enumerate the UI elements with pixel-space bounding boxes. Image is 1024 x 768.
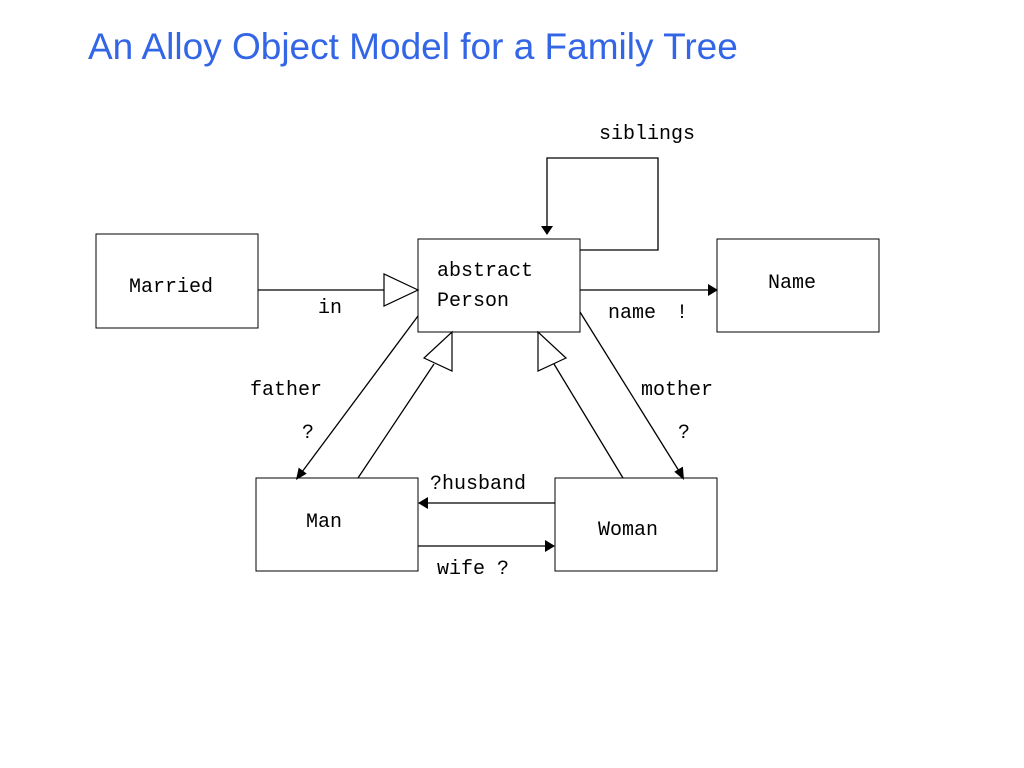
woman-label: Woman [598, 519, 658, 542]
name-arrowhead [708, 284, 718, 296]
man-box: Man [255, 477, 419, 572]
mother-multiplicity: ? [678, 422, 690, 445]
wife-label: wife ? [437, 558, 509, 581]
man-label: Man [306, 511, 342, 534]
name-relation: name ! [580, 284, 718, 325]
name-relation-label: name [608, 302, 656, 325]
married-label: Married [129, 276, 213, 299]
siblings-relation: siblings [541, 123, 695, 251]
person-abstract-label: abstract [437, 260, 533, 283]
name-box-label: Name [768, 272, 816, 295]
woman-box: Woman [554, 477, 718, 572]
wife-arrowhead [545, 540, 555, 552]
page-title: An Alloy Object Model for a Family Tree [88, 26, 738, 67]
man-extends-hollow-arrowhead [422, 330, 453, 372]
mother-arrowhead [674, 466, 684, 480]
in-relation: in [258, 273, 420, 320]
name-box: Name [716, 238, 880, 333]
name-multiplicity: ! [676, 302, 688, 325]
father-relation: father ? [250, 315, 419, 480]
woman-extends-relation [537, 330, 624, 479]
in-label: in [318, 297, 342, 320]
wife-relation: wife ? [418, 540, 555, 581]
mother-label: mother [641, 379, 713, 402]
father-arrowhead [296, 467, 307, 480]
father-multiplicity: ? [302, 422, 314, 445]
husband-relation: ?husband [418, 473, 555, 509]
mother-relation: mother ? [579, 311, 713, 480]
husband-label: ?husband [430, 473, 526, 496]
person-label: Person [437, 290, 509, 313]
woman-extends-hollow-arrowhead [537, 330, 568, 372]
husband-arrowhead [418, 497, 428, 509]
in-hollow-arrowhead [383, 273, 420, 307]
married-box: Married [95, 233, 259, 329]
siblings-arrowhead [541, 226, 553, 235]
person-box: abstract Person [417, 238, 581, 333]
father-label: father [250, 379, 322, 402]
siblings-label: siblings [599, 123, 695, 146]
man-extends-relation [357, 330, 453, 479]
